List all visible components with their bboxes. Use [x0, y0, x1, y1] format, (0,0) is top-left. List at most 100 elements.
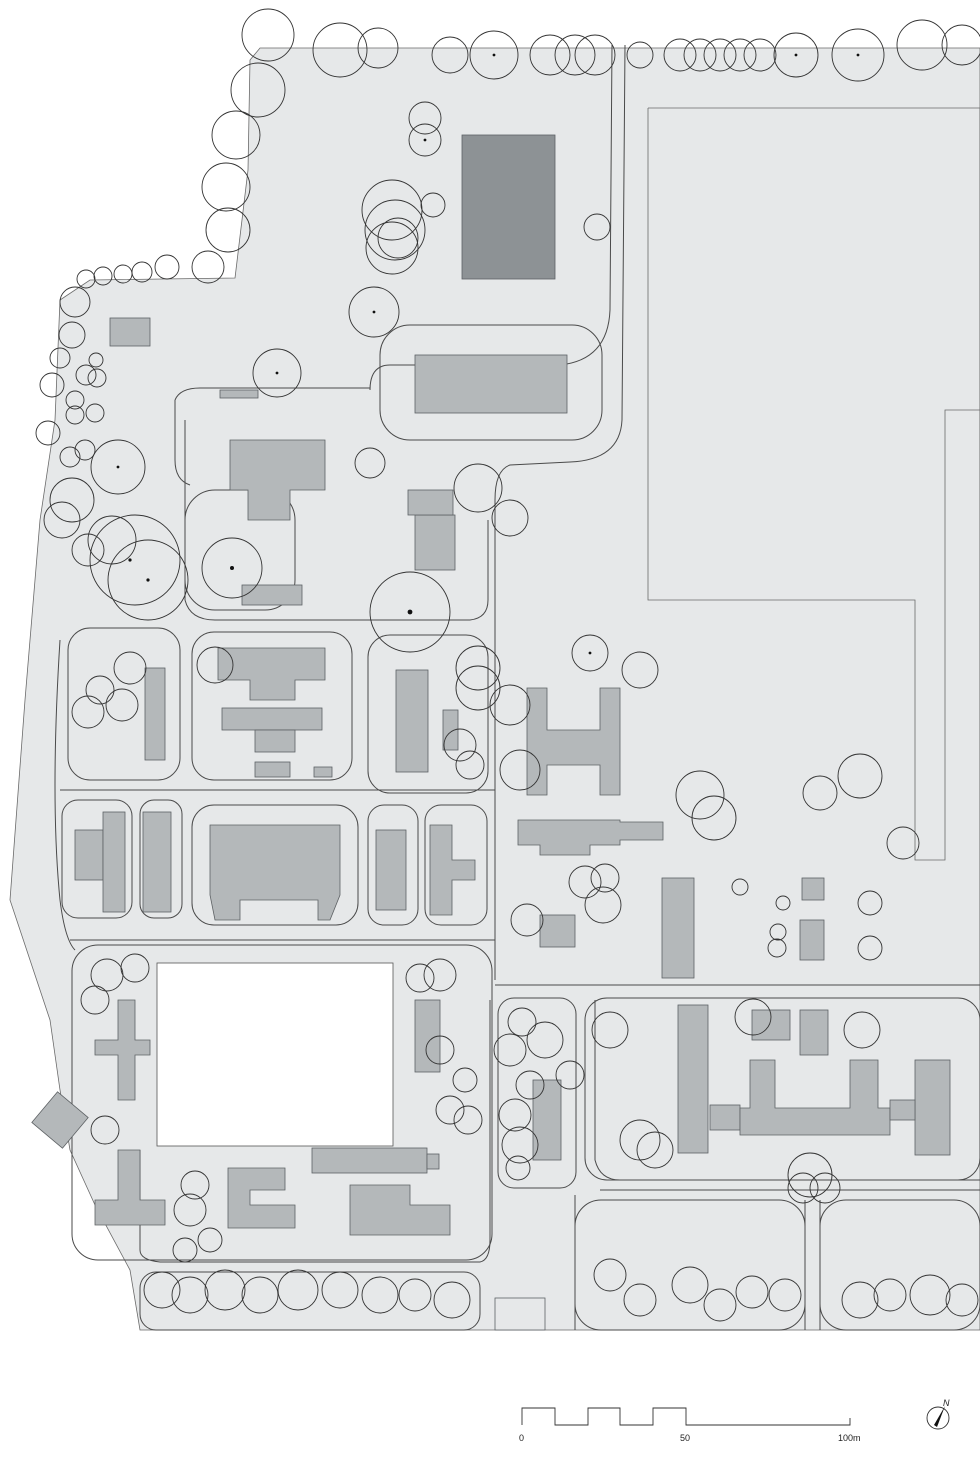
east-parcel-outline [648, 107, 980, 1000]
tree-trunk [423, 138, 427, 142]
tree-trunk [588, 651, 592, 655]
tree [93, 266, 113, 286]
tree [626, 41, 654, 69]
tree [435, 1095, 465, 1125]
block-i [71, 944, 493, 1261]
tree-trunk [372, 310, 376, 314]
tree [361, 179, 423, 241]
tree [420, 192, 446, 218]
tree [425, 1035, 455, 1065]
tree [197, 1227, 223, 1253]
tree [505, 1155, 531, 1181]
tree [211, 110, 261, 160]
building-j1 [532, 1079, 562, 1161]
building-small-nw [109, 317, 151, 347]
building-square-small [539, 914, 576, 948]
main-north-road-east [494, 44, 626, 980]
tree [841, 1281, 879, 1319]
tree [59, 286, 91, 318]
tree [405, 963, 435, 993]
building-long-east [517, 819, 664, 856]
building-c2 [442, 709, 459, 751]
building-k-main [739, 1059, 891, 1136]
tree [80, 985, 110, 1015]
tree [671, 1266, 709, 1304]
tree [241, 1276, 279, 1314]
tree [809, 1172, 841, 1204]
block-e [139, 799, 183, 919]
north-arrow-circle [926, 1406, 950, 1430]
building-admin-wing2 [407, 489, 454, 516]
tree [731, 878, 749, 896]
tree [941, 24, 980, 66]
tree [723, 38, 757, 72]
tree [857, 890, 883, 916]
building-k-east-link [889, 1099, 916, 1121]
tree [87, 515, 137, 565]
block-p [139, 1271, 481, 1331]
building-u-south [227, 1167, 296, 1229]
building-admin-wing [414, 514, 456, 571]
east-parcel-inner [647, 108, 980, 861]
west-road [54, 639, 76, 951]
tree [107, 539, 189, 621]
tree [75, 364, 97, 386]
building-admin [229, 439, 326, 521]
block-b [191, 631, 353, 781]
tree [196, 646, 234, 684]
tree-trunk [492, 53, 496, 57]
tree [574, 34, 616, 76]
tree [768, 1278, 802, 1312]
tree [491, 499, 529, 537]
building-k-top [799, 1009, 829, 1056]
tree [767, 938, 787, 958]
tree [886, 826, 920, 860]
tree [120, 953, 150, 983]
tree [873, 1278, 907, 1312]
tree [507, 1007, 537, 1037]
tree [857, 935, 883, 961]
tree [49, 347, 71, 369]
north-label: N [943, 1398, 950, 1408]
tree [802, 775, 838, 811]
tree [773, 32, 819, 78]
building-f-complex [209, 824, 341, 921]
tree [691, 795, 737, 841]
tree [172, 1237, 198, 1263]
tree [769, 923, 787, 941]
block-a [67, 627, 181, 781]
tree [191, 250, 225, 284]
building-h-shape [526, 687, 621, 796]
tree [743, 38, 777, 72]
building-strip-1 [661, 877, 695, 979]
central-loop [174, 387, 370, 486]
tree-trunk [407, 609, 413, 615]
building-gym [461, 134, 556, 280]
scale-bar-line [521, 1407, 851, 1426]
building-diamond-rotated [31, 1091, 89, 1149]
north-arrow-icon: N [926, 1398, 950, 1430]
loop-inner [184, 420, 489, 621]
block-g [367, 804, 419, 926]
building-b5 [313, 766, 333, 778]
tree [85, 675, 115, 705]
block-n [574, 1199, 806, 1331]
tree [584, 886, 622, 924]
tree [357, 27, 399, 69]
tree [593, 1258, 627, 1292]
tree [364, 199, 426, 261]
building-guard [219, 389, 259, 399]
tree [205, 207, 251, 253]
tree [554, 34, 596, 76]
tree [453, 1105, 483, 1135]
building-t-south-1 [94, 1149, 166, 1226]
scale-bar: 0 50 100m [519, 1407, 861, 1443]
building-d1 [74, 829, 104, 881]
tree [90, 439, 146, 495]
tree [113, 264, 133, 284]
tree [74, 439, 96, 461]
tree [113, 651, 147, 685]
building-a1 [144, 667, 166, 761]
